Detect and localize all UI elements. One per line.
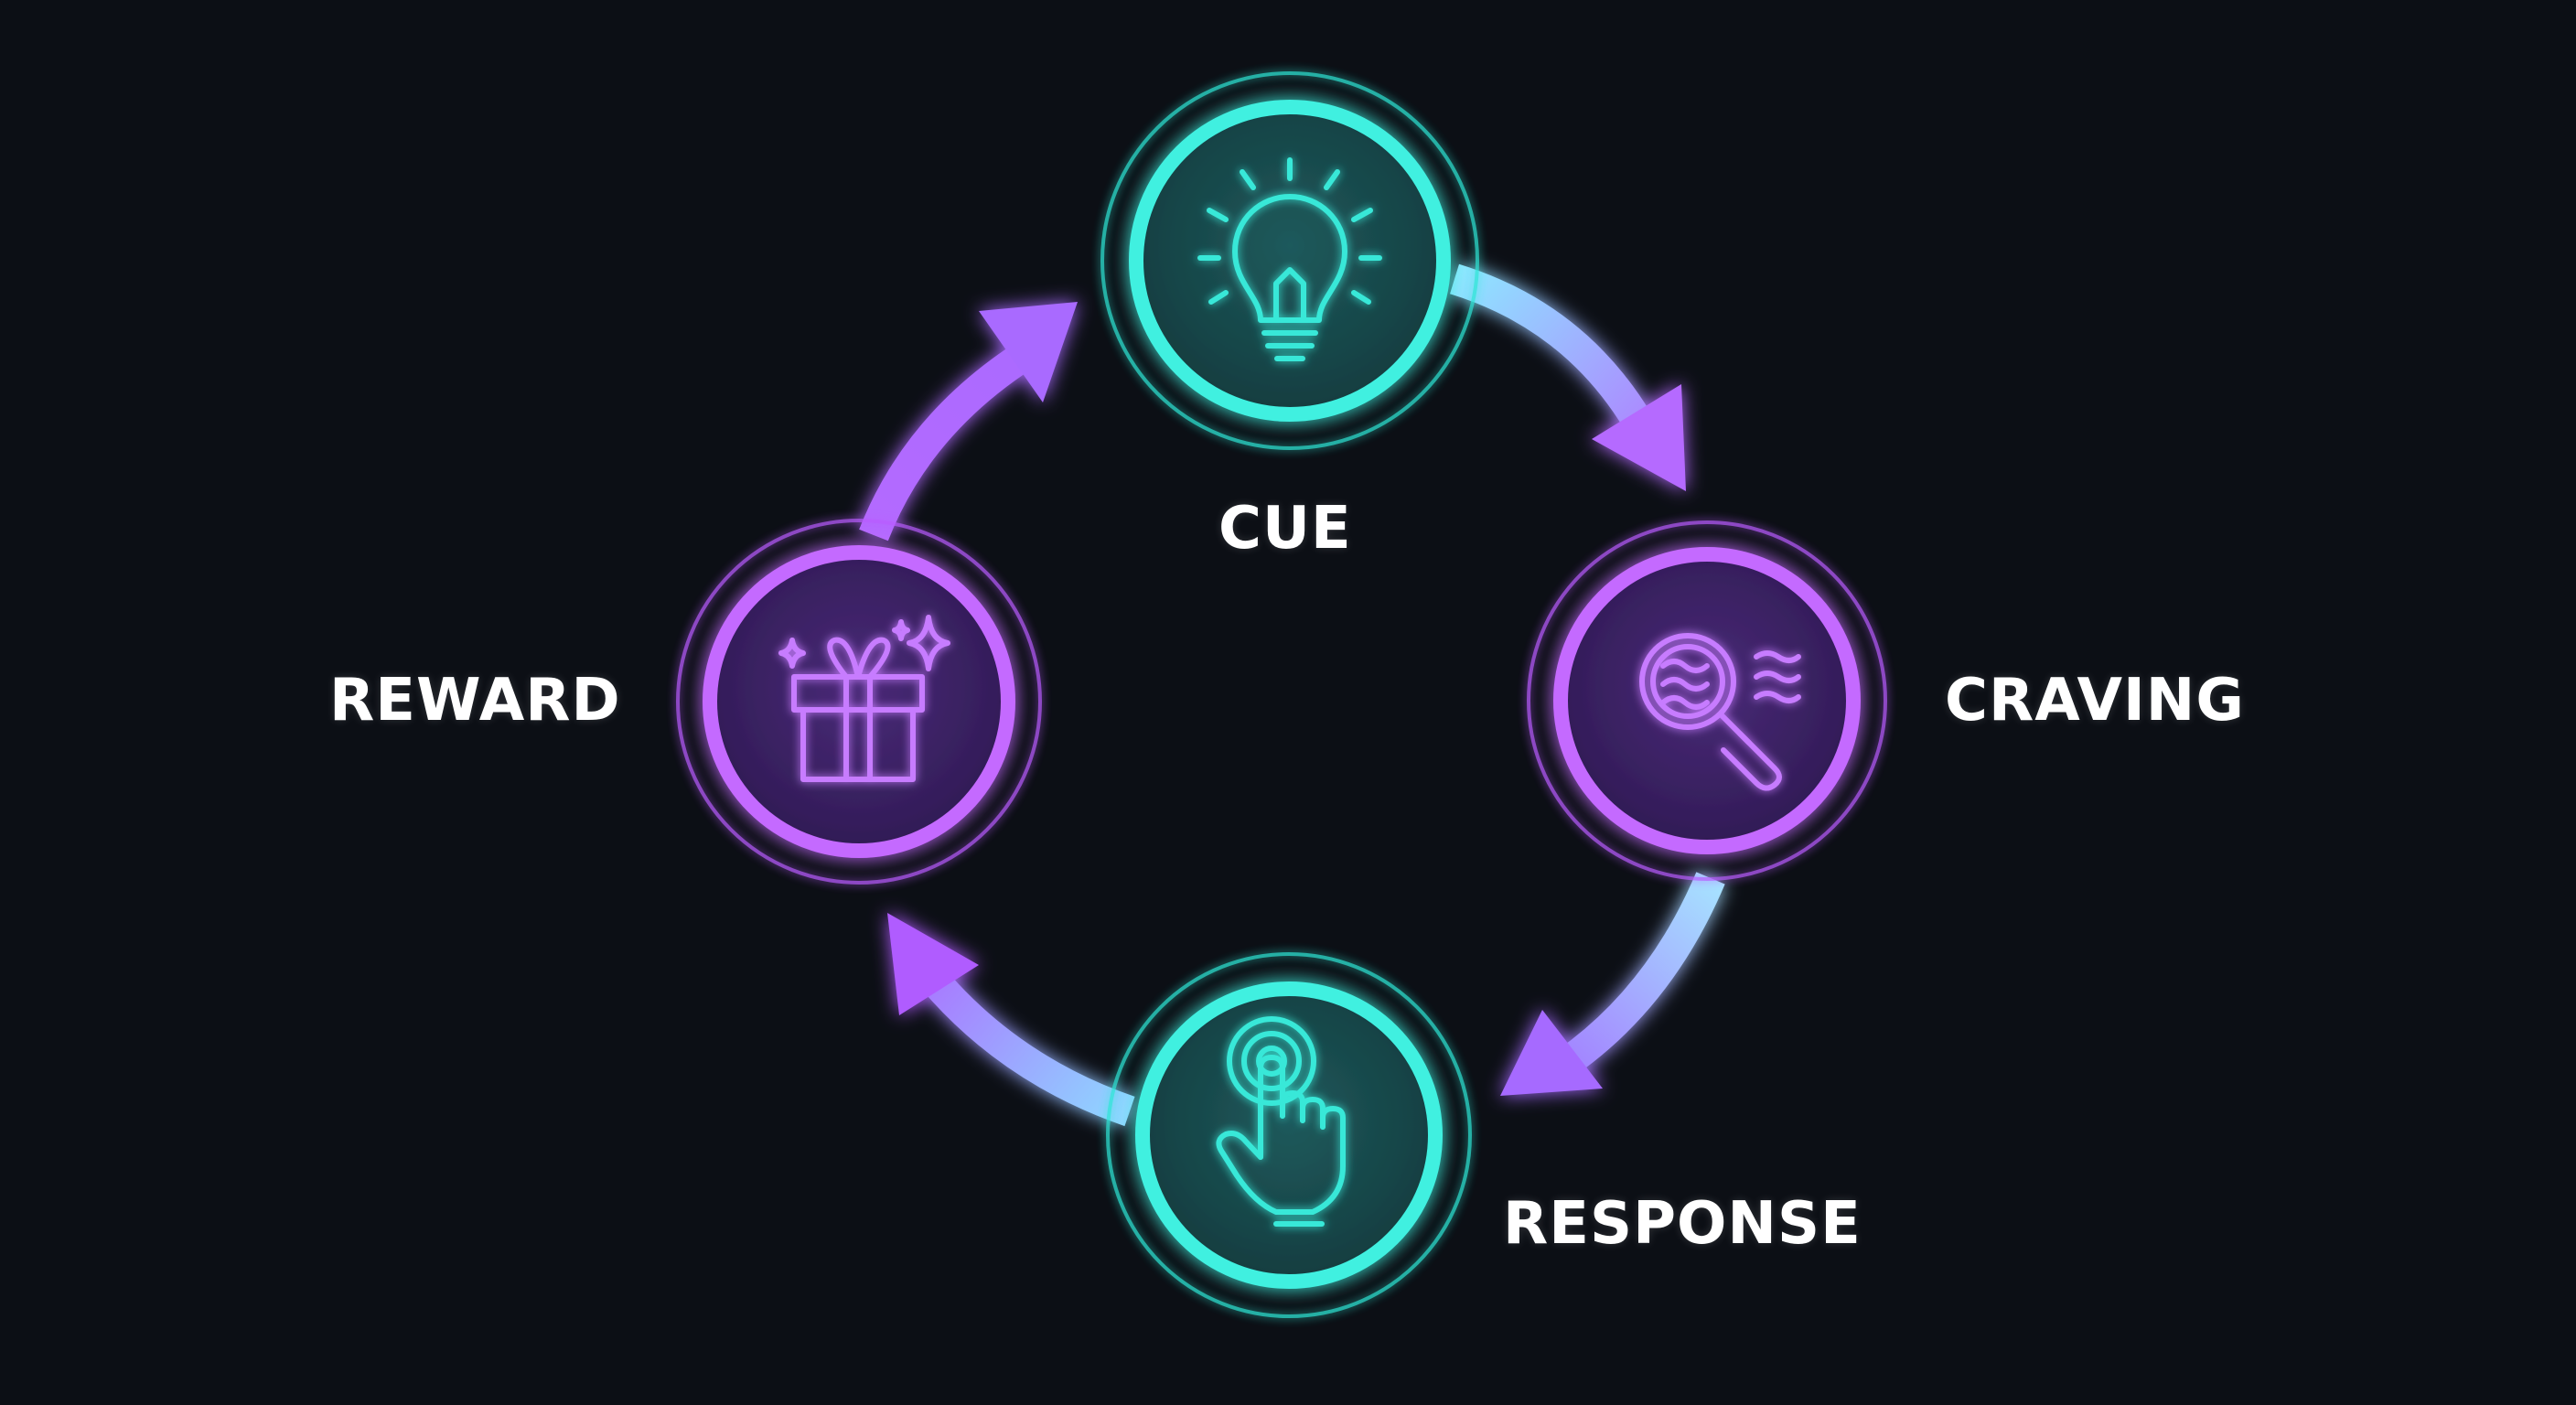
response-label: RESPONSE: [1503, 1190, 1862, 1258]
lightbulb-icon: [1197, 157, 1382, 361]
response-node: [1106, 952, 1472, 1318]
cue-label: CUE: [1218, 495, 1352, 563]
arrow-craving-to-response: [1500, 872, 1725, 1096]
reward-label: REWARD: [329, 667, 621, 735]
arrow-reward-to-cue: [859, 302, 1078, 542]
arrow-cue-to-craving: [1449, 263, 1686, 491]
tap-hand-icon: [1216, 1016, 1346, 1227]
magnifier-waves-icon: [1639, 633, 1801, 791]
arrow-response-to-reward: [887, 913, 1135, 1127]
craving-node: [1527, 520, 1887, 881]
reward-node: [676, 519, 1042, 885]
gift-box-icon: [778, 615, 950, 782]
craving-label: CRAVING: [1945, 667, 2245, 735]
cue-node: [1100, 71, 1479, 450]
